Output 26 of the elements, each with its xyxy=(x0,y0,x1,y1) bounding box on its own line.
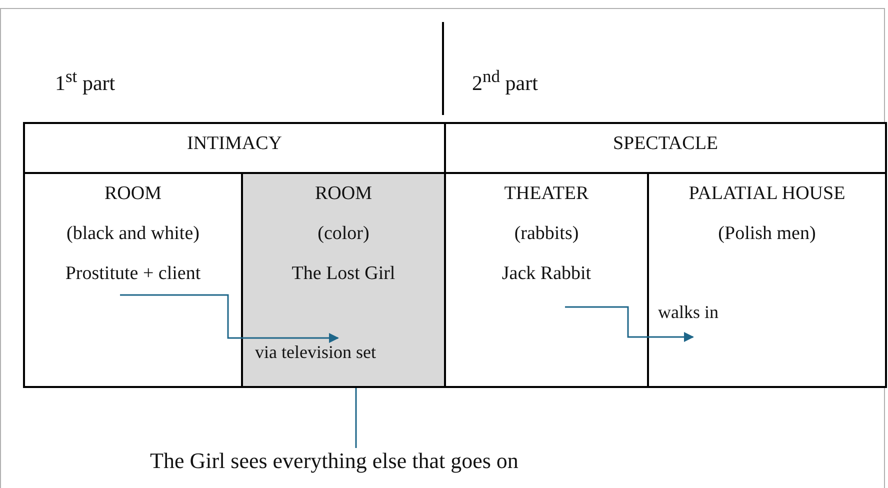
cell-heading: SPECTACLE xyxy=(612,134,720,154)
cell-text: The Lost Girl xyxy=(290,264,396,284)
cell-heading: ROOM xyxy=(103,184,162,204)
part-label: 1$^{st}$ part xyxy=(55,66,116,96)
part-label: 2$^{nd}$ part xyxy=(472,66,538,96)
cell-heading: INTIMACY xyxy=(186,134,283,154)
edge-label: walks in xyxy=(658,302,718,323)
cell-heading: THEATER xyxy=(503,184,590,204)
table-cell xyxy=(23,122,446,174)
cell-text: (rabbits) xyxy=(513,224,580,244)
cell-text: (color) xyxy=(316,224,370,244)
table-cell xyxy=(444,122,887,174)
table-cell xyxy=(647,172,887,388)
cell-text: (Polish men) xyxy=(717,224,817,244)
caption-text: The Girl sees everything else that goes on xyxy=(150,448,518,474)
cell-heading: PALATIAL HOUSE xyxy=(688,184,846,204)
arrow xyxy=(565,306,694,342)
table-cell xyxy=(23,172,243,388)
cell-text: Prostitute + client xyxy=(64,264,202,284)
cell-text: Jack Rabbit xyxy=(500,264,592,284)
connector-line xyxy=(355,388,357,448)
arrow xyxy=(120,294,339,343)
edge-label: via television set xyxy=(255,342,376,363)
cell-heading: ROOM xyxy=(314,184,373,204)
cell-text: (black and white) xyxy=(66,224,200,244)
table-cell xyxy=(241,172,446,388)
